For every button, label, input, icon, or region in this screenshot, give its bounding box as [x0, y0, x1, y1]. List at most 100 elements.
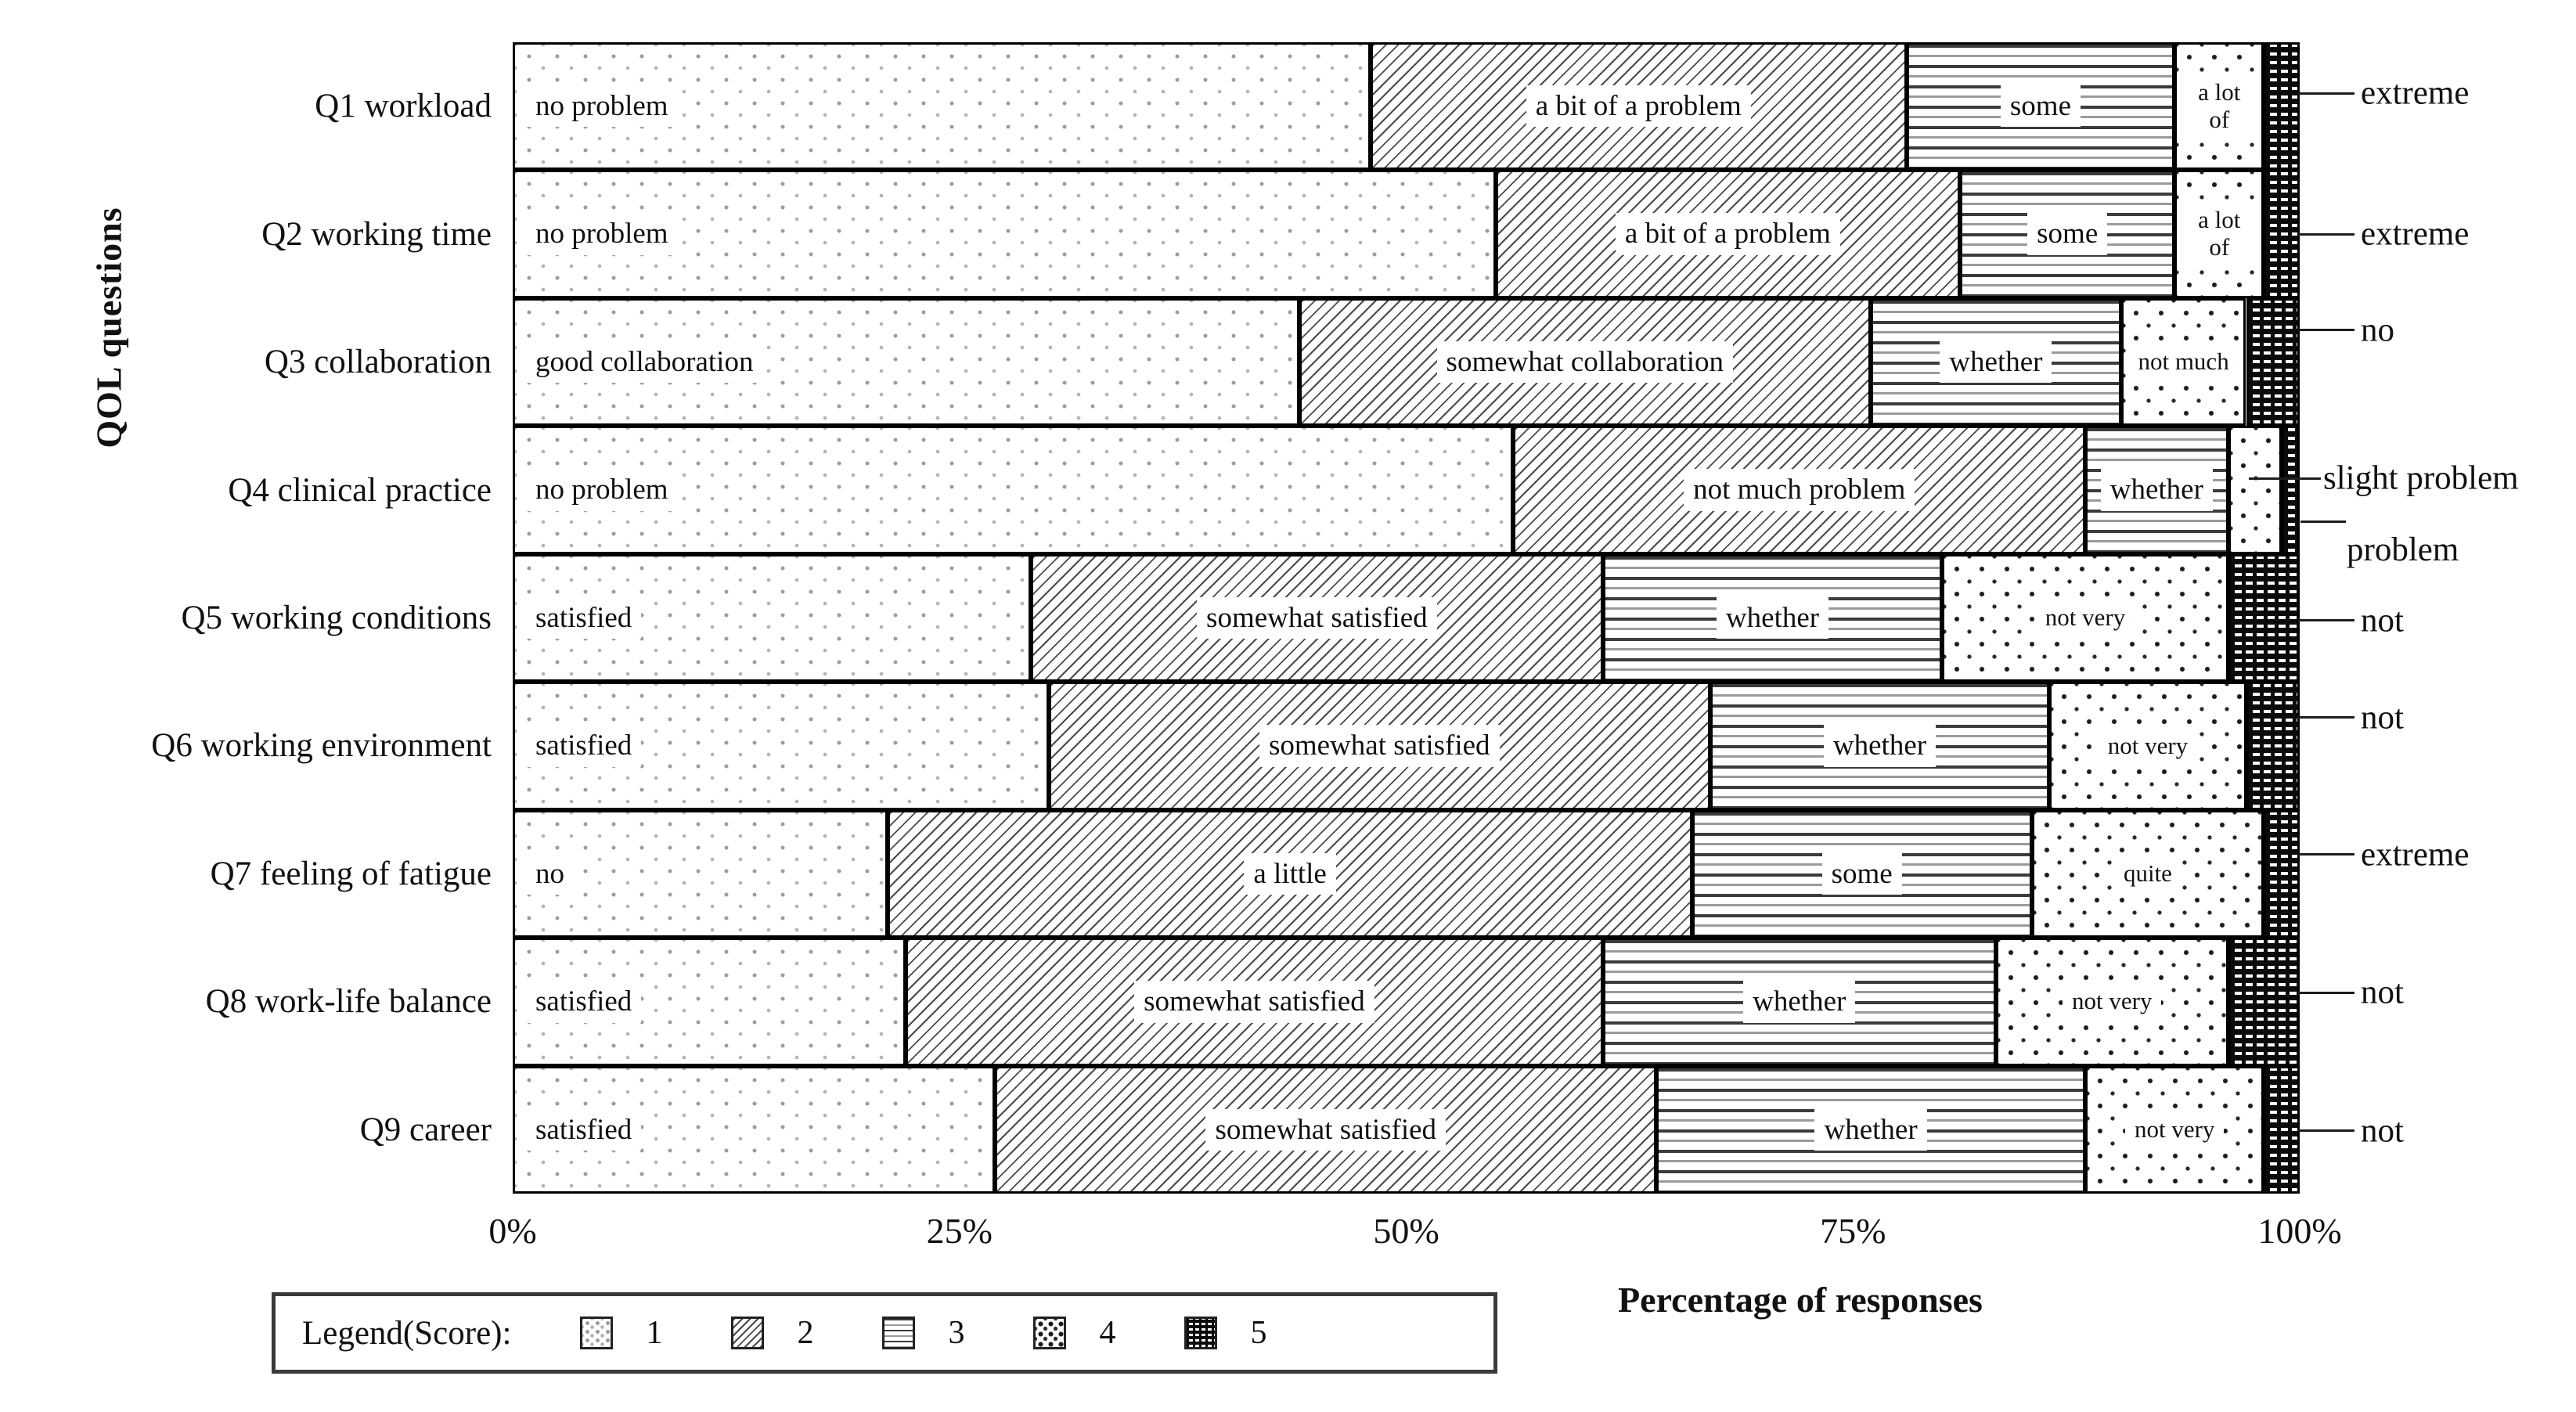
- legend-score-label: 1: [646, 1315, 663, 1351]
- annotation-label-q3-0: no: [2361, 312, 2394, 349]
- segment-label: not very: [2063, 983, 2162, 1021]
- bar-segment-score1: good collaboration: [513, 297, 1299, 427]
- bar-segment-score1: satisfied: [513, 682, 1049, 810]
- bar-segment-score3: whether: [1710, 682, 2050, 810]
- category-label-q2: Q2 working time: [261, 215, 492, 253]
- bar-segment-score3: whether: [1602, 938, 1996, 1066]
- category-label-q1: Q1 workload: [315, 88, 492, 125]
- bar-segment-score1: satisfied: [513, 553, 1032, 683]
- bar-segment-score5: [2264, 1065, 2300, 1194]
- segment-label: satisfied: [526, 981, 642, 1023]
- legend-item-score-5: 5: [1184, 1314, 1266, 1352]
- legend-item-score-2: 2: [731, 1314, 813, 1352]
- category-label-q3: Q3 collaboration: [264, 344, 492, 381]
- segment-label: not much: [2128, 344, 2239, 380]
- annotation-label-q1-0: extreme: [2361, 74, 2470, 112]
- segment-label: some: [1821, 852, 1902, 895]
- bar-segment-score4: [2228, 426, 2282, 554]
- bar-segment-score2: somewhat satisfied: [1048, 682, 1710, 810]
- category-label-q5: Q5 working conditions: [181, 599, 492, 636]
- segment-label: whether: [1716, 596, 1829, 639]
- legend-swatch-diagonal-hatch-icon: [731, 1317, 765, 1349]
- category-label-q6: Q6 working environment: [151, 727, 492, 765]
- legend-swatch-dark-checker-icon: [1184, 1317, 1218, 1349]
- annotation-line-q3-0: [2298, 329, 2354, 332]
- bar-segment-score1: no problem: [513, 426, 1514, 554]
- annotation-line-q7-0: [2298, 853, 2354, 856]
- bar-row-q6: satisfied somewhat satisfied whether not ve…: [513, 682, 2300, 810]
- segment-label: whether: [1743, 981, 1856, 1023]
- bar-segment-score2: somewhat satisfied: [995, 1065, 1657, 1194]
- segment-label: satisfied: [526, 1108, 642, 1151]
- bar-segment-score5: [2228, 938, 2300, 1066]
- segment-label: satisfied: [526, 596, 642, 639]
- bar-segment-score4: a lot of: [2174, 42, 2264, 171]
- segment-label: no problem: [526, 85, 678, 128]
- segment-label: a bit of a problem: [1526, 85, 1751, 128]
- segment-label: no: [526, 852, 574, 895]
- legend-item-score-4: 4: [1033, 1314, 1115, 1352]
- bar-segment-score4: not very: [2049, 682, 2246, 810]
- annotation-label-q4-0: slight problem: [2323, 459, 2519, 497]
- annotation-label-q8-0: not: [2361, 974, 2404, 1011]
- bar-segment-score5: [2264, 170, 2300, 298]
- bar-segment-score1: satisfied: [513, 1065, 996, 1194]
- legend-swatch-dots-icon: [1033, 1317, 1067, 1349]
- annotation-line-q1-0: [2298, 92, 2354, 95]
- bar-segment-score3: whether: [2085, 426, 2228, 554]
- bar-segment-score3: some: [1692, 809, 2032, 938]
- bar-segment-score5: [2228, 553, 2300, 683]
- segment-label: no problem: [526, 213, 678, 255]
- bar-segment-score4: a lot of: [2174, 170, 2264, 298]
- legend-item-score-1: 1: [580, 1314, 662, 1352]
- segment-label: a little: [1244, 852, 1336, 895]
- bar-segment-score4: not much: [2120, 297, 2246, 427]
- bar-segment-score4: quite: [2031, 809, 2264, 938]
- legend-score-label: 5: [1250, 1315, 1267, 1351]
- category-label-q4: Q4 clinical practice: [228, 471, 492, 509]
- bar-segment-score3: whether: [1656, 1065, 2086, 1194]
- bar-segment-score3: some: [1960, 170, 2175, 298]
- segment-label: whether: [2100, 469, 2213, 511]
- legend-score-label: 3: [948, 1315, 965, 1351]
- bar-segment-score2: somewhat satisfied: [1031, 553, 1603, 683]
- bar-segment-score5: [2246, 682, 2300, 810]
- segment-label: no problem: [526, 469, 678, 511]
- bar-segment-score2: not much problem: [1513, 426, 2086, 554]
- segment-label: a lot of: [2177, 74, 2262, 139]
- annotation-label-q4-1: problem: [2347, 531, 2459, 569]
- segment-label: some: [2000, 85, 2081, 128]
- segment-label: somewhat satisfied: [1197, 596, 1437, 639]
- bar-segment-score5: [2264, 42, 2300, 171]
- segment-label: not very: [2035, 600, 2135, 636]
- segment-label: satisfied: [526, 725, 642, 767]
- bar-segment-score4: not very: [1995, 938, 2228, 1066]
- x-tick-label-100pct: 100%: [2257, 1211, 2342, 1251]
- segment-label: a lot of: [2177, 202, 2262, 266]
- x-axis-title: Percentage of responses: [1618, 1280, 1983, 1320]
- segment-label: good collaboration: [526, 340, 763, 384]
- annotation-line-q6-0: [2298, 716, 2354, 719]
- bar-row-q5: satisfied somewhat satisfied whether not ve…: [513, 553, 2300, 683]
- bar-segment-score2: somewhat satisfied: [906, 938, 1603, 1066]
- x-tick-label-50pct: 50%: [1373, 1211, 1439, 1251]
- bar-segment-score4: not very: [2085, 1065, 2264, 1194]
- annotation-label-q9-0: not: [2361, 1112, 2404, 1150]
- segment-label: quite: [2113, 855, 2181, 892]
- legend-box: Legend(Score): 1 2 3 4 5: [272, 1292, 1497, 1374]
- bar-segment-score1: satisfied: [513, 938, 906, 1066]
- bar-row-q4: no problem not much problem whether: [513, 426, 2300, 554]
- bar-row-q8: satisfied somewhat satisfied whether not ve…: [513, 938, 2300, 1066]
- legend-swatch-speckle-light-icon: [580, 1317, 614, 1349]
- legend-title: Legend(Score):: [302, 1314, 512, 1352]
- segment-label: not very: [2124, 1111, 2225, 1148]
- bar-segment-score5: [2264, 809, 2300, 938]
- legend-swatch-horizontal-lines-icon: [882, 1317, 916, 1349]
- bar-segment-score2: somewhat collaboration: [1299, 297, 1872, 427]
- category-label-q8: Q8 work-life balance: [205, 983, 492, 1021]
- x-tick-label-75pct: 75%: [1820, 1211, 1886, 1251]
- segment-label: whether: [1823, 725, 1937, 767]
